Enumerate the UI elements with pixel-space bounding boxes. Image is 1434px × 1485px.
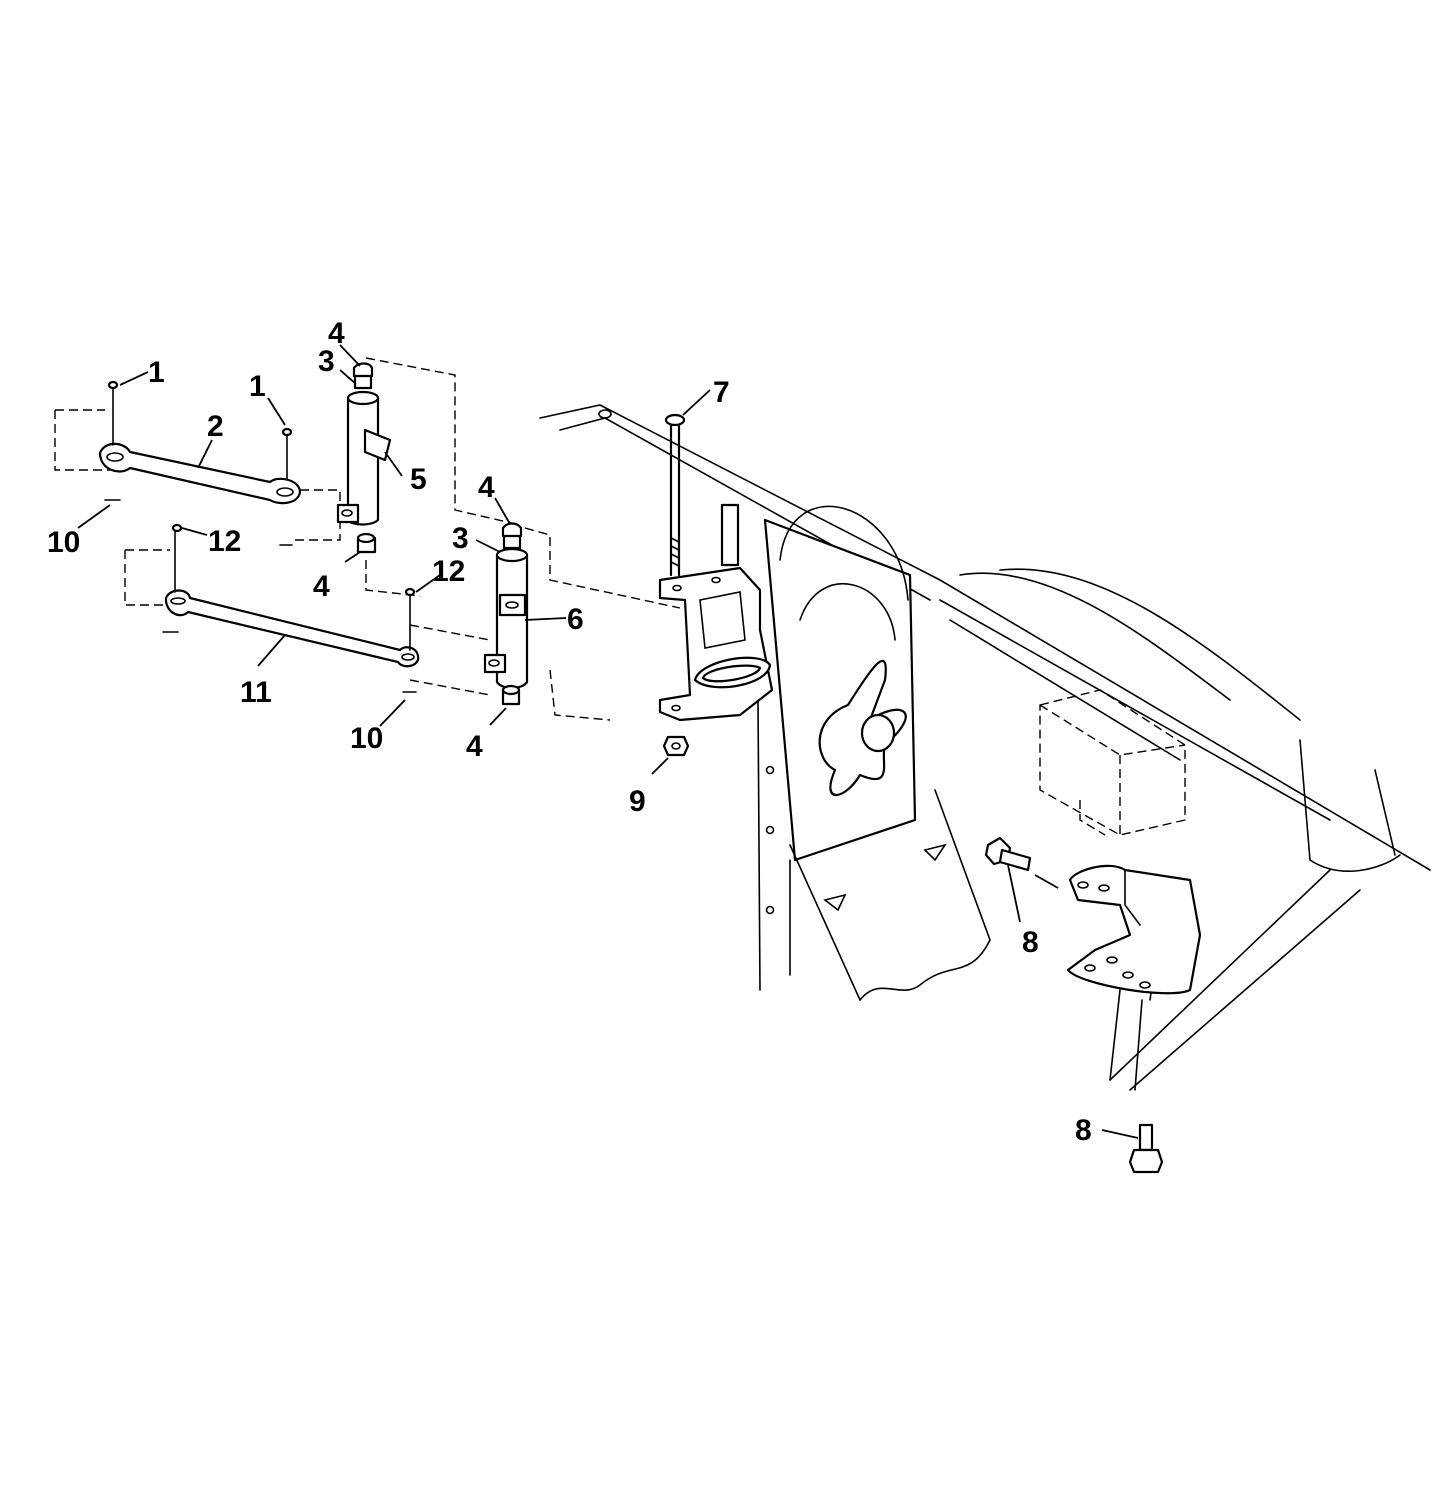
callout-8-lower: 8 [1075, 1114, 1092, 1147]
leader-lines [77, 344, 1139, 1139]
callout-3-upper: 3 [318, 345, 335, 378]
callouts: 1 1 2 3 3 4 4 4 4 5 6 7 8 8 9 10 10 11 1… [47, 317, 1092, 1147]
callout-4-upper-bottom: 4 [313, 570, 330, 603]
callout-8-upper: 8 [1022, 926, 1039, 959]
upper-link-arm-assembly [54, 380, 341, 546]
callout-2: 2 [207, 410, 224, 443]
lower-link-arm-assembly [124, 523, 491, 696]
callout-10-lower: 10 [350, 722, 383, 755]
callout-4-lower-bottom: 4 [466, 730, 483, 763]
callout-11: 11 [240, 676, 272, 709]
callout-9: 9 [629, 785, 646, 818]
vehicle-frame [539, 404, 1431, 1091]
callout-1-right: 1 [249, 370, 266, 403]
lower-bracket-assembly [984, 836, 1202, 1174]
callout-1-left: 1 [148, 356, 165, 389]
upper-cylinder-assembly [336, 357, 521, 597]
callout-7: 7 [713, 376, 730, 409]
callout-3-lower: 3 [452, 522, 469, 555]
lower-cylinder-assembly [483, 522, 681, 721]
callout-12-left: 12 [208, 525, 241, 558]
callout-10-upper: 10 [47, 526, 80, 559]
callout-6: 6 [567, 603, 584, 636]
mounting-bracket-assembly [658, 413, 774, 757]
callout-12-right: 12 [432, 555, 465, 588]
callout-5: 5 [410, 463, 427, 496]
callout-4-top: 4 [328, 317, 345, 350]
callout-4-lower-top: 4 [478, 471, 495, 504]
